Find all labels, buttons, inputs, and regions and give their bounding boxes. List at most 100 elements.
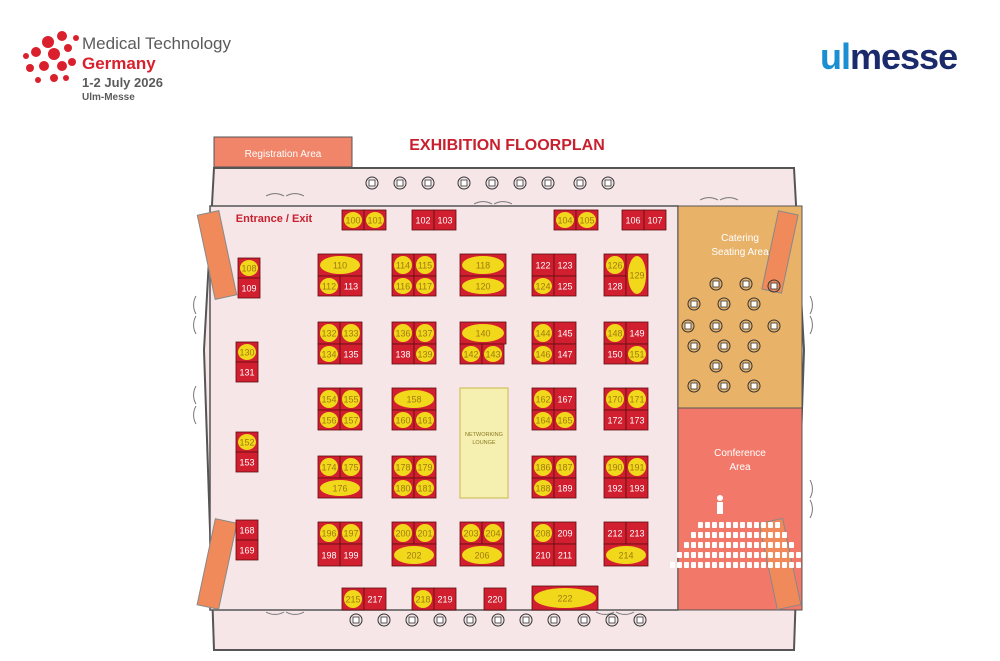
- booth-186[interactable]: 186: [531, 455, 555, 479]
- booth-208[interactable]: 208: [531, 521, 555, 545]
- booth-101[interactable]: 101: [363, 209, 387, 231]
- booth-209[interactable]: 209: [553, 521, 577, 545]
- booth-214[interactable]: 214: [603, 543, 649, 567]
- booth-170[interactable]: 170: [603, 387, 627, 411]
- booth-189-shape[interactable]: [553, 477, 577, 499]
- booth-135-shape[interactable]: [339, 343, 363, 365]
- booth-160[interactable]: 160: [391, 409, 415, 431]
- booth-203[interactable]: 203: [459, 521, 483, 545]
- booth-220[interactable]: 220: [483, 587, 507, 611]
- booth-114[interactable]: 114: [391, 253, 415, 277]
- booth-113-shape[interactable]: [339, 275, 363, 297]
- booth-180[interactable]: 180: [391, 477, 415, 499]
- booth-148[interactable]: 148: [603, 321, 627, 345]
- booth-174[interactable]: 174: [317, 455, 341, 479]
- booth-131-shape[interactable]: [235, 361, 259, 383]
- booth-147[interactable]: 147: [553, 343, 577, 365]
- booth-107-shape[interactable]: [643, 209, 667, 231]
- booth-105[interactable]: 105: [575, 209, 599, 231]
- booth-165[interactable]: 165: [553, 409, 577, 431]
- booth-190[interactable]: 190: [603, 455, 627, 479]
- booth-171[interactable]: 171: [625, 387, 649, 411]
- booth-144[interactable]: 144: [531, 321, 555, 345]
- booth-172[interactable]: 172: [603, 409, 627, 431]
- booth-109[interactable]: 109: [237, 277, 261, 299]
- booth-152[interactable]: 152: [235, 431, 259, 453]
- booth-187[interactable]: 187: [553, 455, 577, 479]
- booth-206[interactable]: 206: [459, 543, 505, 567]
- booth-204[interactable]: 204: [481, 521, 505, 545]
- booth-213[interactable]: 213: [625, 521, 649, 545]
- booth-176[interactable]: 176: [317, 477, 363, 499]
- booth-126[interactable]: 126: [603, 253, 627, 277]
- booth-109-shape[interactable]: [237, 277, 261, 299]
- booth-136[interactable]: 136: [391, 321, 415, 345]
- booth-193-shape[interactable]: [625, 477, 649, 499]
- booth-122[interactable]: 122: [531, 253, 555, 277]
- booth-133[interactable]: 133: [339, 321, 363, 345]
- booth-139[interactable]: 139: [413, 343, 437, 365]
- booth-161[interactable]: 161: [413, 409, 437, 431]
- booth-173-shape[interactable]: [625, 409, 649, 431]
- booth-151[interactable]: 151: [625, 343, 649, 365]
- booth-167-shape[interactable]: [553, 387, 577, 411]
- booth-118[interactable]: 118: [459, 253, 507, 277]
- booth-143[interactable]: 143: [481, 343, 505, 365]
- booth-130[interactable]: 130: [235, 341, 259, 363]
- booth-188[interactable]: 188: [531, 477, 555, 499]
- booth-189[interactable]: 189: [553, 477, 577, 499]
- booth-175[interactable]: 175: [339, 455, 363, 479]
- booth-140[interactable]: 140: [459, 321, 507, 345]
- booth-217[interactable]: 217: [363, 587, 387, 611]
- booth-134[interactable]: 134: [317, 343, 341, 365]
- booth-107[interactable]: 107: [643, 209, 667, 231]
- booth-219[interactable]: 219: [433, 587, 457, 611]
- booth-108[interactable]: 108: [237, 257, 261, 279]
- booth-181[interactable]: 181: [413, 477, 437, 499]
- booth-154[interactable]: 154: [317, 387, 341, 411]
- booth-153-shape[interactable]: [235, 451, 259, 473]
- booth-104[interactable]: 104: [553, 209, 577, 231]
- booth-192[interactable]: 192: [603, 477, 627, 499]
- booth-117[interactable]: 117: [413, 275, 437, 297]
- booth-128[interactable]: 128: [603, 275, 627, 297]
- booth-178[interactable]: 178: [391, 455, 415, 479]
- booth-222[interactable]: 222: [531, 585, 599, 611]
- booth-157[interactable]: 157: [339, 409, 363, 431]
- booth-196[interactable]: 196: [317, 521, 341, 545]
- booth-147-shape[interactable]: [553, 343, 577, 365]
- booth-153[interactable]: 153: [235, 451, 259, 473]
- booth-199[interactable]: 199: [339, 543, 363, 567]
- booth-145[interactable]: 145: [553, 321, 577, 345]
- booth-138[interactable]: 138: [391, 343, 415, 365]
- booth-198[interactable]: 198: [317, 543, 341, 567]
- booth-113[interactable]: 113: [339, 275, 363, 297]
- booth-179[interactable]: 179: [413, 455, 437, 479]
- booth-200[interactable]: 200: [391, 521, 415, 545]
- booth-218[interactable]: 218: [411, 587, 435, 611]
- booth-219-shape[interactable]: [433, 587, 457, 611]
- booth-102[interactable]: 102: [411, 209, 435, 231]
- booth-146[interactable]: 146: [531, 343, 555, 365]
- booth-211-shape[interactable]: [553, 543, 577, 567]
- booth-168[interactable]: 168: [235, 519, 259, 541]
- booth-162[interactable]: 162: [531, 387, 555, 411]
- booth-212[interactable]: 212: [603, 521, 627, 545]
- booth-199-shape[interactable]: [339, 543, 363, 567]
- booth-123[interactable]: 123: [553, 253, 577, 277]
- booth-103[interactable]: 103: [433, 209, 457, 231]
- booth-201[interactable]: 201: [413, 521, 437, 545]
- booth-173[interactable]: 173: [625, 409, 649, 431]
- booth-149[interactable]: 149: [625, 321, 649, 345]
- booth-100[interactable]: 100: [341, 209, 365, 231]
- booth-193[interactable]: 193: [625, 477, 649, 499]
- booth-116[interactable]: 116: [391, 275, 415, 297]
- booth-191[interactable]: 191: [625, 455, 649, 479]
- booth-211[interactable]: 211: [553, 543, 577, 567]
- booth-217-shape[interactable]: [363, 587, 387, 611]
- booth-125[interactable]: 125: [553, 275, 577, 297]
- booth-110[interactable]: 110: [317, 253, 363, 277]
- booth-131[interactable]: 131: [235, 361, 259, 383]
- booth-169-shape[interactable]: [235, 539, 259, 561]
- booth-125-shape[interactable]: [553, 275, 577, 297]
